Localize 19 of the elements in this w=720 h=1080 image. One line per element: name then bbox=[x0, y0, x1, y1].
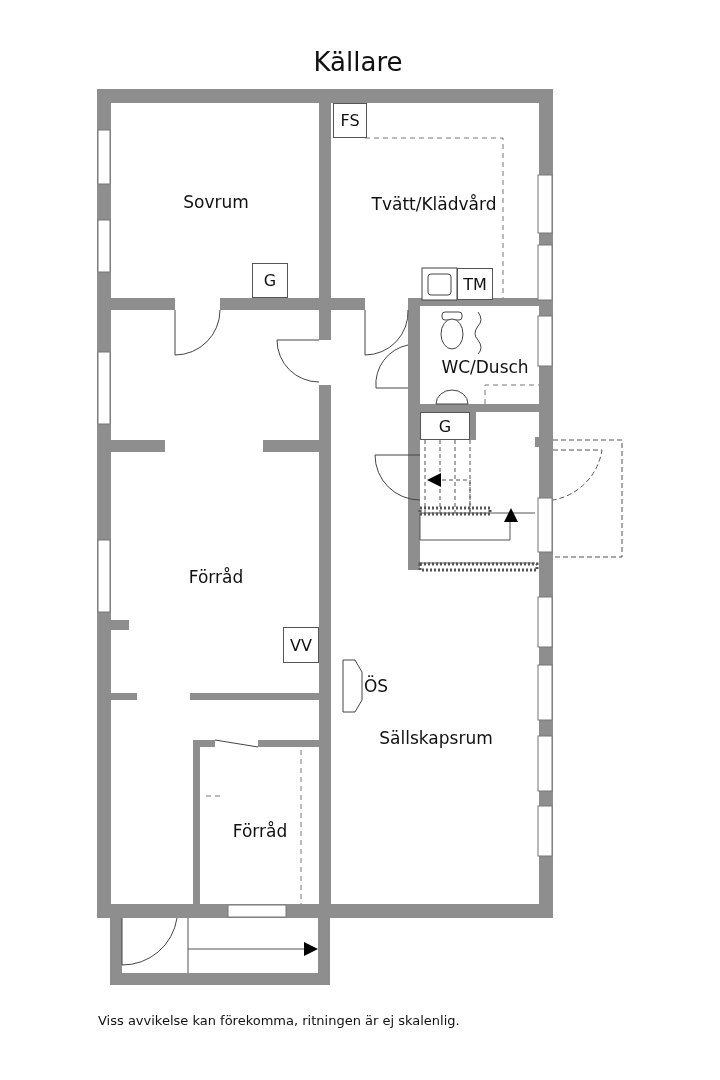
fixture-box bbox=[420, 412, 470, 440]
plan-title: Källare bbox=[313, 47, 403, 77]
room-label: WC/Dusch bbox=[441, 357, 529, 377]
fixture-box bbox=[457, 268, 493, 300]
fixture-label: TM bbox=[463, 274, 487, 294]
room-label: Tvätt/Klädvård bbox=[371, 194, 497, 214]
room-label: Sällskapsrum bbox=[379, 728, 493, 748]
fixture-box bbox=[252, 263, 288, 298]
room-label: Förråd bbox=[232, 821, 288, 841]
fixture-label: FS bbox=[340, 111, 360, 130]
fixture-box bbox=[283, 627, 319, 663]
fixture-label: G bbox=[263, 271, 277, 290]
fixture-label: G bbox=[438, 416, 452, 436]
disclaimer-note: Viss avvikelse kan förekomma, ritningen är ej skalenlig. bbox=[98, 1012, 460, 1028]
fixture-label: VV bbox=[290, 635, 312, 655]
room-label: Förråd bbox=[188, 567, 244, 587]
room-label: Sovrum bbox=[183, 192, 249, 212]
fixture-label: ÖS bbox=[363, 676, 389, 696]
fixture-box bbox=[333, 103, 367, 138]
